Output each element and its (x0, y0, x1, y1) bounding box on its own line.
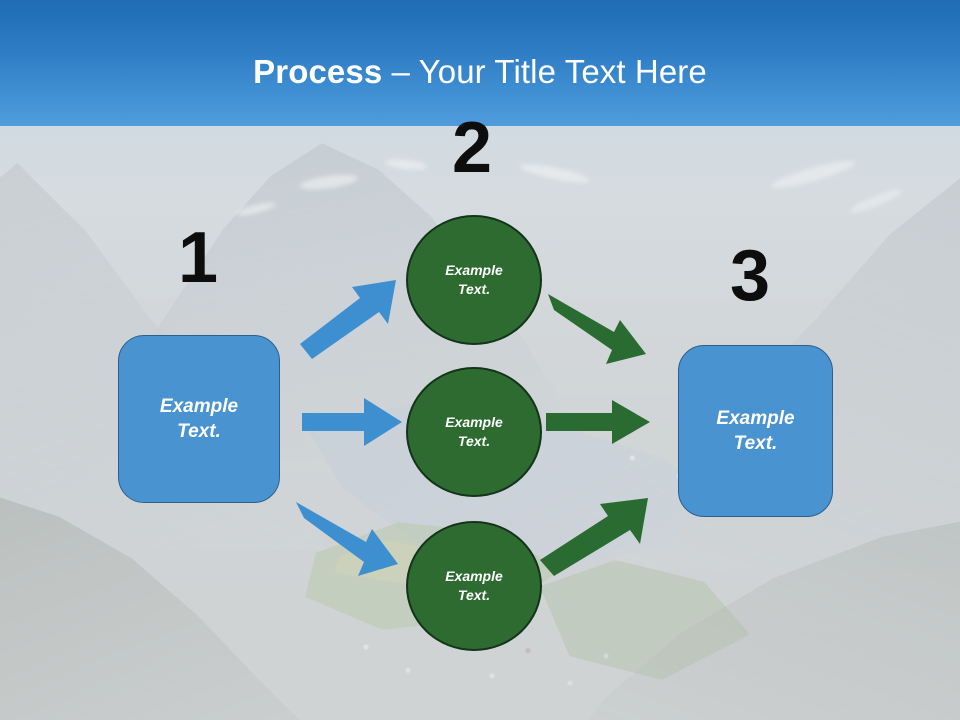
arrow-middle-to-end-icon (546, 400, 650, 444)
process-start-box[interactable]: Example Text. (118, 335, 280, 503)
step-number-1: 1 (177, 218, 219, 298)
process-circle-bottom[interactable]: Example Text. (406, 521, 542, 651)
arrow-start-to-middle-icon (302, 398, 402, 446)
page-title-bold: Process (253, 53, 383, 90)
process-start-box-label: Example Text. (159, 396, 239, 442)
process-end-box[interactable]: Example Text. (678, 345, 833, 517)
process-circle-middle-label: Example Text. (445, 414, 503, 449)
step-number-3: 3 (729, 236, 771, 316)
arrow-start-to-top-icon (300, 280, 396, 359)
process-end-box-label: Example Text. (716, 408, 795, 454)
process-circle-middle[interactable]: Example Text. (406, 367, 542, 497)
arrow-top-to-end-icon (548, 294, 646, 364)
process-circle-bottom-label: Example Text. (445, 568, 503, 603)
step-number-2: 2 (451, 108, 493, 188)
page-title-rest: – Your Title Text Here (382, 53, 707, 90)
arrow-start-to-bottom-icon (296, 502, 398, 576)
title-band (0, 0, 960, 126)
process-circle-top-label: Example Text. (445, 262, 503, 297)
page-title: Process – Your Title Text Here (0, 52, 960, 92)
arrow-bottom-to-end-icon (540, 498, 648, 576)
process-circle-top[interactable]: Example Text. (406, 215, 542, 345)
